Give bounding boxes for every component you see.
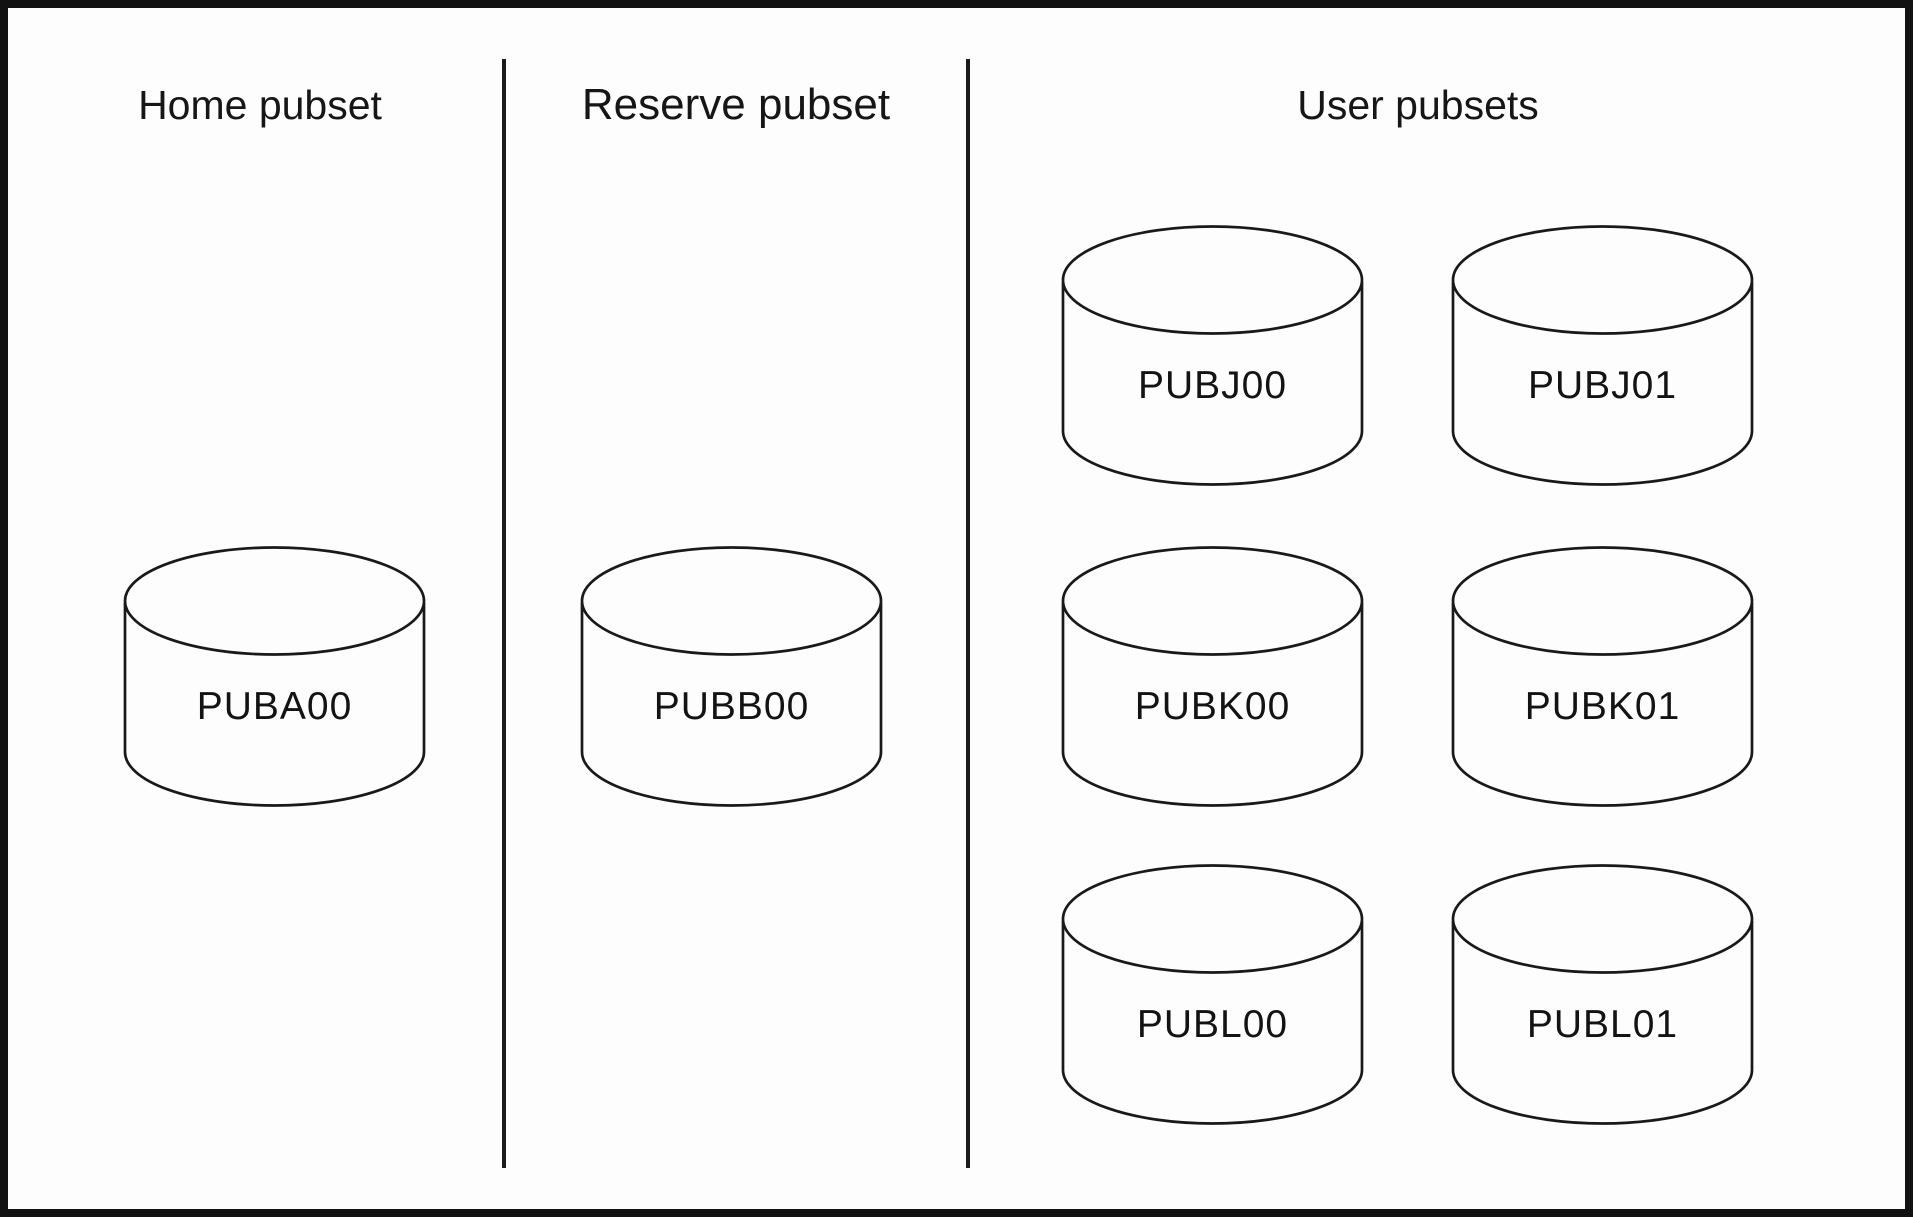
- disk-cylinder-icon: [1061, 864, 1364, 1125]
- disk-cylinder-icon: [123, 546, 426, 807]
- disk-label: PUBJ01: [1527, 364, 1678, 407]
- disk-cylinder-icon: [580, 546, 883, 807]
- disk-cylinder-icon: [1451, 864, 1754, 1125]
- disk-label: PUBL01: [1526, 1003, 1679, 1046]
- disk-pubj01: PUBJ01: [1450, 224, 1755, 486]
- disk-cylinder-icon: [1451, 225, 1754, 486]
- user-pubsets-heading: User pubsets: [1297, 82, 1539, 128]
- disk-publ00: PUBL00: [1060, 863, 1365, 1125]
- disk-pubj00: PUBJ00: [1060, 224, 1365, 486]
- disk-label: PUBB00: [653, 685, 810, 728]
- disk-label: PUBL00: [1136, 1003, 1289, 1046]
- disk-pubk01: PUBK01: [1450, 545, 1755, 807]
- disk-label: PUBA00: [196, 685, 353, 728]
- home-pubset-heading: Home pubset: [138, 82, 382, 128]
- disk-pubk00: PUBK00: [1060, 545, 1365, 807]
- reserve-pubset-heading: Reserve pubset: [581, 80, 891, 129]
- disk-cylinder-icon: [1451, 546, 1754, 807]
- disk-cylinder-icon: [1061, 546, 1364, 807]
- disk-label: PUBK01: [1524, 685, 1681, 728]
- disk-pubb00: PUBB00: [579, 545, 884, 807]
- disk-label: PUBK00: [1134, 685, 1291, 728]
- disk-label: PUBJ00: [1137, 364, 1288, 407]
- disk-cylinder-icon: [1061, 225, 1364, 486]
- disk-puba00: PUBA00: [122, 545, 427, 807]
- divider-reserve-user: [966, 59, 970, 1168]
- disk-publ01: PUBL01: [1450, 863, 1755, 1125]
- divider-home-reserve: [502, 59, 506, 1168]
